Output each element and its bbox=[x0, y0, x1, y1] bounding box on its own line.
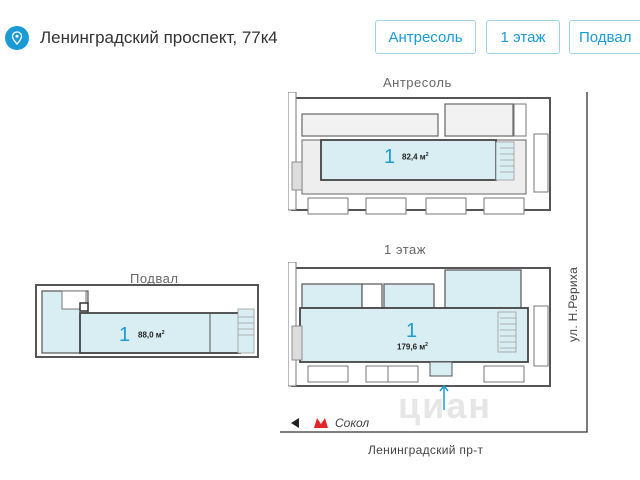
mezzanine-unit-number[interactable]: 1 bbox=[384, 146, 396, 168]
entrance-arrow-icon bbox=[439, 384, 449, 410]
arrow-left-icon bbox=[291, 418, 299, 428]
basement-label: Подвал bbox=[130, 271, 179, 286]
street-label-bottom: Ленинградский пр-т bbox=[368, 443, 484, 457]
street-label-right: ул. Н.Рериха bbox=[566, 266, 580, 342]
metro-indicator: Сокол bbox=[290, 416, 369, 430]
floor-button-ground[interactable]: 1 этаж bbox=[486, 20, 560, 54]
metro-station-name: Сокол bbox=[335, 416, 370, 430]
mezzanine-label: Антресоль bbox=[383, 75, 452, 90]
watermark-text: циан bbox=[398, 385, 493, 426]
floor-button-basement[interactable]: Подвал bbox=[569, 20, 640, 54]
metro-m-icon bbox=[314, 418, 328, 428]
ground-floor-label: 1 этаж bbox=[384, 242, 426, 257]
ground-floor-plan bbox=[288, 262, 551, 387]
basement-unit-area: 88,0 м2 bbox=[138, 330, 165, 340]
header: Ленинградский проспект, 77к4 Антресоль 1… bbox=[0, 0, 640, 78]
mezzanine-plan bbox=[288, 92, 551, 215]
map-pin-icon bbox=[5, 26, 29, 50]
basement-unit-number[interactable]: 1 bbox=[119, 324, 131, 346]
basement-plan bbox=[35, 284, 259, 358]
ground-unit-area: 179,6 м2 bbox=[397, 342, 428, 352]
ground-unit-number[interactable]: 1 bbox=[406, 320, 418, 342]
address-title: Ленинградский проспект, 77к4 bbox=[40, 28, 278, 47]
mezzanine-unit-area: 82,4 м2 bbox=[402, 152, 429, 162]
floor-button-mezzanine[interactable]: Антресоль bbox=[375, 20, 476, 54]
